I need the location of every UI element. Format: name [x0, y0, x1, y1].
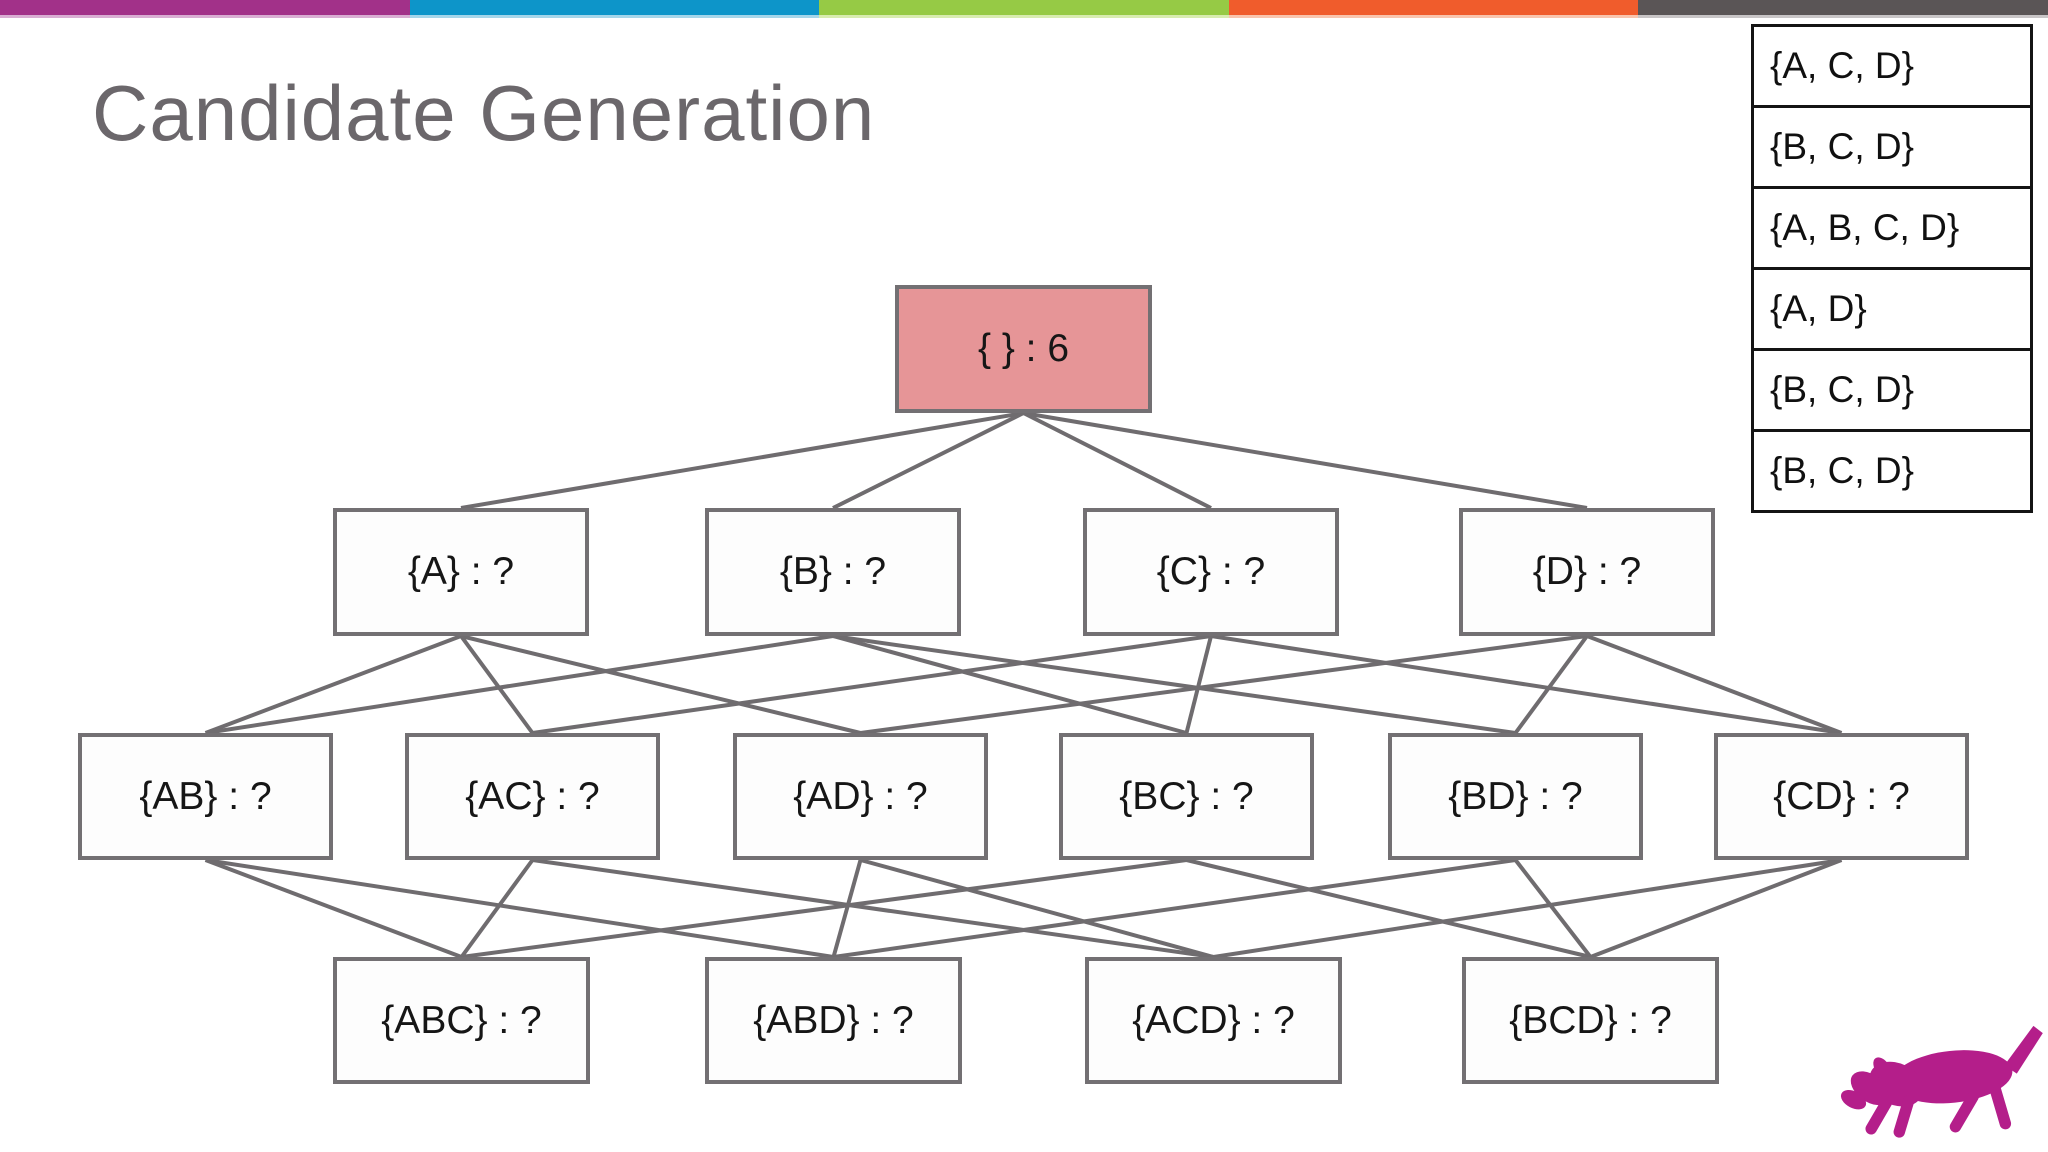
lattice-edge-root-A [460, 411, 1024, 510]
lattice-edge-A-AD [460, 634, 861, 735]
bar-segment-magenta [0, 0, 410, 18]
lattice-edge-root-D [1023, 411, 1588, 510]
lattice-node-AB: {AB} : ? [78, 733, 333, 860]
lattice-node-AD: {AD} : ? [733, 733, 988, 860]
lattice-edge-C-BC [1184, 635, 1213, 734]
transaction-table: {A, C, D}{B, C, D}{A, B, C, D}{A, D}{B, … [1751, 24, 2033, 513]
lattice-node-CD: {CD} : ? [1714, 733, 1969, 860]
lattice-node-ABC: {ABC} : ? [333, 957, 590, 1084]
lattice-edge-C-CD [1210, 634, 1842, 735]
lattice-edge-C-AC [532, 634, 1212, 735]
lattice-edge-BC-ABC [461, 858, 1187, 959]
transaction-row: {B, C, D} [1770, 450, 1914, 491]
lattice-edge-B-AB [205, 634, 834, 735]
lattice-node-ACD: {ACD} : ? [1085, 957, 1342, 1084]
lattice-node-BCD: {BCD} : ? [1462, 957, 1719, 1084]
lattice-edge-root-B [832, 411, 1025, 510]
lattice-edge-AD-ABD [831, 859, 863, 958]
lattice-node-A: {A} : ? [333, 508, 589, 636]
dog-part [1840, 1089, 1867, 1110]
lattice-edge-D-BD [1513, 634, 1589, 735]
lattice-edge-root-C [1022, 411, 1212, 510]
lattice-edge-AD-ACD [859, 858, 1215, 959]
dog-logo-shape [1840, 1025, 2043, 1138]
dog-part [1865, 1090, 1896, 1135]
bar-segment-gray [1638, 0, 2048, 18]
transaction-row: {A, B, C, D} [1754, 189, 2030, 270]
lattice-edge-AC-ABC [459, 858, 535, 959]
dog-logo [1840, 1025, 2043, 1138]
lattice-edge-CD-ACD [1213, 858, 1842, 959]
lattice-edge-B-BD [832, 634, 1516, 735]
transaction-row: {A, C, D} [1754, 27, 2030, 108]
dog-part [1989, 1082, 2012, 1130]
transaction-row: {B, C, D} [1754, 108, 2030, 189]
lattice-node-root: { } : 6 [895, 285, 1152, 413]
lattice-node-BD: {BD} : ? [1388, 733, 1643, 860]
lattice-edge-AC-ACD [532, 858, 1214, 959]
bar-segment-blue [409, 0, 820, 18]
lattice-edge-A-AC [459, 634, 535, 735]
bar-segment-orange [1228, 0, 1639, 18]
lattice-edge-D-AD [860, 634, 1588, 735]
lattice-node-AC: {AC} : ? [405, 733, 660, 860]
transaction-row: {A, D} [1754, 270, 2030, 351]
dog-part [1873, 1057, 1892, 1080]
lattice-node-BC: {BC} : ? [1059, 733, 1314, 860]
lattice-node-B: {B} : ? [705, 508, 961, 636]
lattice-edge-AB-ABC [204, 858, 463, 959]
lattice-edge-BD-ABD [833, 858, 1516, 959]
bar-segment-green [819, 0, 1229, 18]
lattice-edge-B-BC [832, 634, 1188, 735]
dog-part [1949, 1090, 1979, 1133]
lattice-node-D: {D} : ? [1459, 508, 1715, 636]
lattice-edge-BC-BCD [1186, 858, 1591, 959]
lattice-edge-D-CD [1586, 634, 1843, 735]
lattice-node-ABD: {ABD} : ? [705, 957, 962, 1084]
transaction-row: {B, C, D} [1754, 351, 2030, 432]
lattice-node-C: {C} : ? [1083, 508, 1339, 636]
lattice-edge-AB-ABD [205, 858, 834, 959]
page-title: Candidate Generation [92, 69, 876, 157]
lattice-edge-BD-BCD [1513, 858, 1593, 959]
dog-part [1893, 1095, 1915, 1138]
top-color-bar [0, 0, 2048, 18]
lattice-edge-A-AB [204, 634, 462, 735]
lattice-edge-CD-BCD [1589, 858, 1843, 959]
dog-tail [2004, 1025, 2043, 1074]
